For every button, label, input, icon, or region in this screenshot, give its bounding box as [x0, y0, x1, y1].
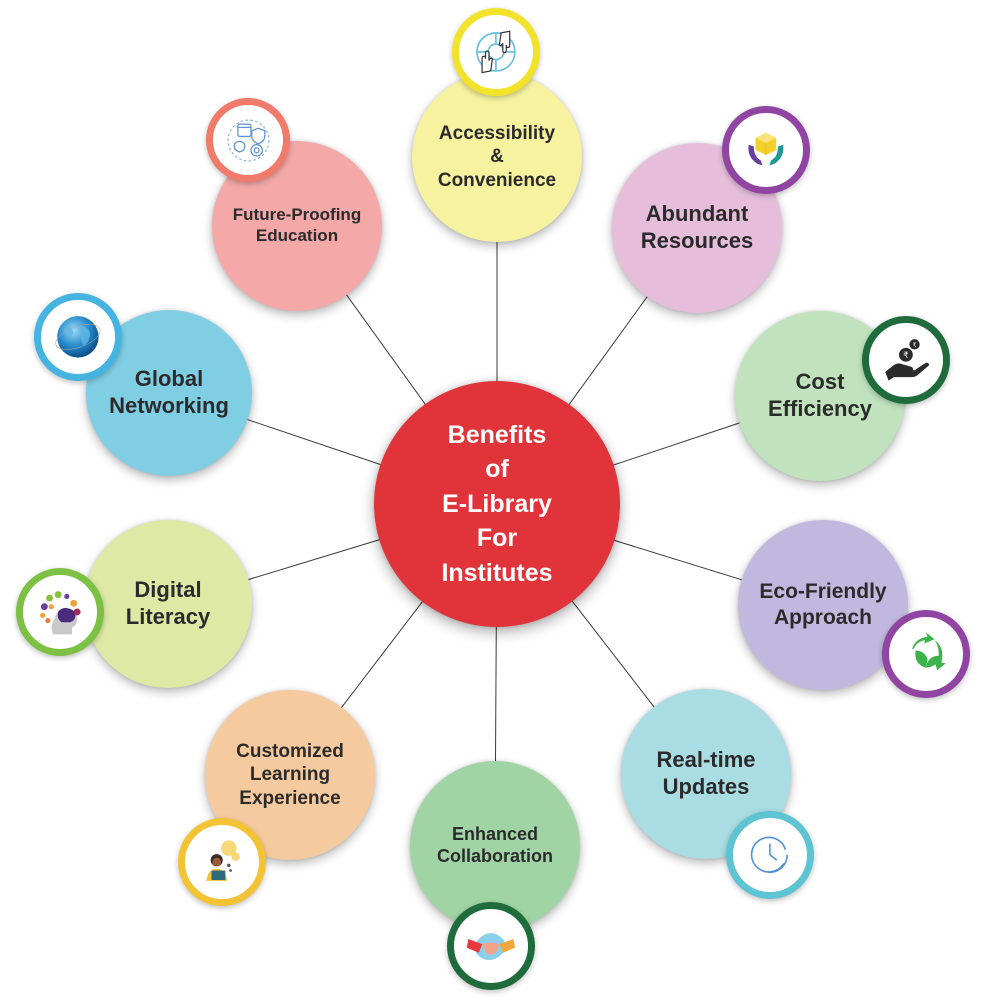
- node-abundant-resources[interactable]: Abundant Resources: [612, 143, 782, 313]
- node-label: Digital Literacy: [125, 577, 211, 629]
- globe-icon: [34, 293, 122, 381]
- central-topic-label: Benefits of E-Library For Institutes: [441, 420, 553, 587]
- node-label: Enhanced Collaboration: [437, 824, 553, 866]
- box-hands-icon: [722, 106, 810, 194]
- node-eco-friendly-approach[interactable]: Eco-Friendly Approach: [738, 520, 908, 690]
- node-label: Future-Proofing Education: [232, 205, 362, 245]
- node-label: Global Networking: [109, 366, 229, 418]
- node-label: Customized Learning Experience: [236, 741, 344, 809]
- node-label: Real-time Updates: [656, 747, 756, 799]
- node-digital-literacy[interactable]: Digital Literacy: [84, 520, 252, 688]
- svg-text:₹: ₹: [903, 351, 909, 361]
- node-accessibility-convenience[interactable]: Accessibility & Convenience: [412, 72, 582, 242]
- student-reading-icon: [178, 818, 266, 906]
- handshake-icon: [447, 902, 535, 990]
- node-label: Cost Efficiency: [768, 369, 872, 421]
- node-label: Eco-Friendly Approach: [759, 580, 887, 629]
- recycle-leaf-icon: [882, 610, 970, 698]
- central-topic[interactable]: Benefits of E-Library For Institutes: [374, 381, 620, 627]
- clock-icon: [726, 811, 814, 899]
- lifebuoy-hands-icon: [452, 8, 540, 96]
- coins-hand-icon: ₹ ₹: [862, 316, 950, 404]
- node-label: Abundant Resources: [640, 201, 754, 253]
- head-apps-icon: [16, 568, 104, 656]
- node-label: Accessibility & Convenience: [437, 123, 557, 191]
- calendar-shield-gear-icon: [206, 98, 290, 182]
- svg-text:₹: ₹: [913, 342, 917, 349]
